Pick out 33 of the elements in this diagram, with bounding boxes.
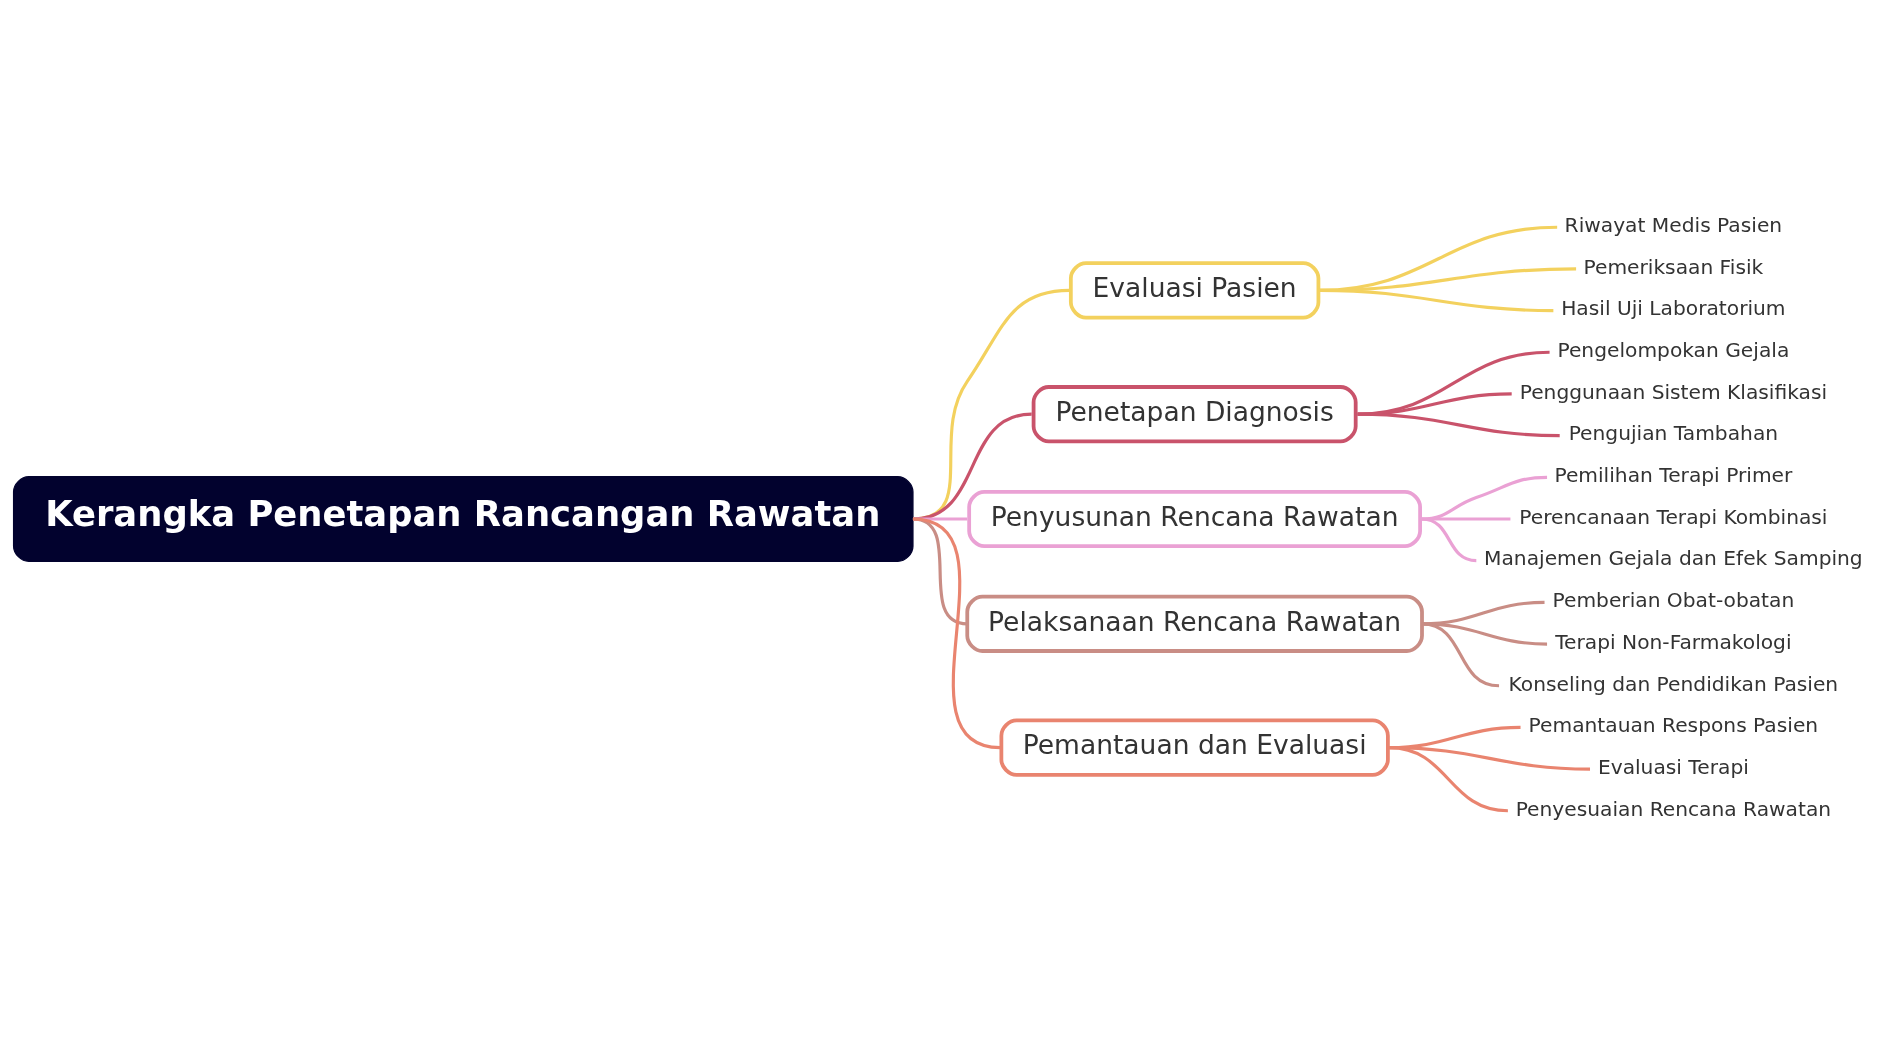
connector xyxy=(1421,516,1477,562)
connector xyxy=(912,516,968,521)
connector xyxy=(1357,412,1560,437)
node-text: Pemantauan Respons Pasien xyxy=(1528,712,1819,737)
connector xyxy=(912,412,1032,521)
connector xyxy=(1422,516,1511,521)
node-text: Penggunaan Sistem Klasifikasi xyxy=(1519,379,1828,404)
node-box: Penetapan Diagnosis xyxy=(1031,384,1358,443)
node-box: Evaluasi Pasien xyxy=(1068,260,1321,319)
node-text: Pengelompokan Gejala xyxy=(1557,337,1790,362)
node-text: Pemberian Obat-obatan xyxy=(1552,587,1795,612)
node-text: Pemilihan Terapi Primer xyxy=(1554,462,1793,487)
node-box: Penyusunan Rencana Rawatan xyxy=(967,489,1422,548)
node-box: Kerangka Penetapan Rancangan Rawatan xyxy=(12,475,914,562)
connector xyxy=(912,516,968,625)
node-box: Pemantauan dan Evaluasi xyxy=(999,718,1390,777)
connector xyxy=(1357,350,1550,416)
connector xyxy=(912,288,1070,521)
node-text: Konseling dan Pendidikan Pasien xyxy=(1508,671,1839,696)
connector xyxy=(1319,288,1554,312)
node-box: Pelaksanaan Rencana Rawatan xyxy=(965,594,1424,653)
node-text: Manajemen Gejala dan Efek Samping xyxy=(1484,545,1863,570)
node-text: Hasil Uji Laboratorium xyxy=(1561,295,1786,320)
connector xyxy=(1421,475,1548,521)
node-text: Pemeriksaan Fisik xyxy=(1583,254,1764,279)
node-text: Pengujian Tambahan xyxy=(1568,420,1779,445)
connector xyxy=(912,516,1001,749)
node-text: Perencanaan Terapi Kombinasi xyxy=(1519,504,1828,529)
node-text: Evaluasi Terapi xyxy=(1597,754,1749,779)
node-text: Penyesuaian Rencana Rawatan xyxy=(1515,796,1832,821)
node-text: Terapi Non-Farmakologi xyxy=(1555,629,1792,654)
connector xyxy=(1389,745,1509,812)
node-text: Riwayat Medis Pasien xyxy=(1564,212,1783,237)
